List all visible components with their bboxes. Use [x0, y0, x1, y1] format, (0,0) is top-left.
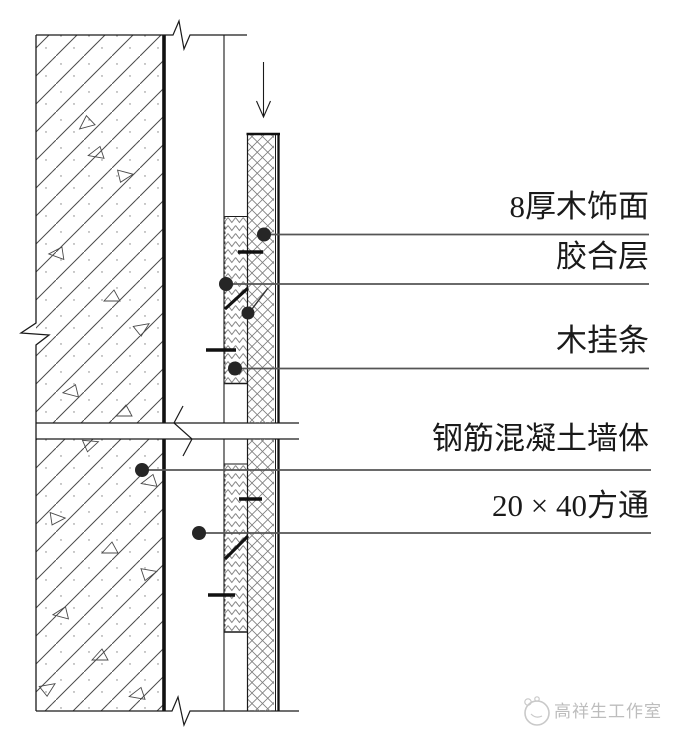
leader-dot-tube [192, 526, 206, 540]
leader-dot-glue [219, 277, 233, 291]
leader-dot-veneer [257, 227, 271, 242]
leader-dots [135, 227, 271, 540]
wall-left-edge-break-line [19, 35, 51, 711]
nail-diagonal-lower [223, 534, 250, 561]
wood-veneer-panel [246, 132, 280, 711]
concrete-hatch-lower [36, 439, 164, 711]
label-concrete-wall: 钢筋混凝土墙体 [432, 421, 649, 456]
label-wood-veneer: 8厚木饰面 [509, 189, 650, 224]
break-band-zigzag [173, 405, 193, 457]
bottom-boundary-break-line [36, 695, 299, 727]
fastener-tick-marks [206, 250, 263, 597]
label-square-tube: 20 × 40方通 [492, 488, 649, 523]
nail-diagonal-upper [223, 286, 250, 311]
top-boundary-break-line [36, 18, 247, 52]
down-arrow-icon [255, 62, 272, 119]
concrete-wall [19, 18, 299, 727]
veneer-hatch-lower [247, 439, 274, 711]
leader-lines [142, 233, 651, 534]
label-hanging-strip: 木挂条 [556, 323, 649, 358]
leader-dot-glue-2 [241, 306, 255, 320]
label-glue-layer: 胶合层 [556, 239, 649, 274]
veneer-hatch-upper [247, 135, 274, 423]
leader-dot-hanging-strip [228, 361, 242, 376]
leader-dot-wall [135, 463, 149, 477]
concrete-hatch-upper [36, 35, 164, 423]
watermark-studio-name: 高祥生工作室 [554, 702, 662, 721]
studio-logo-icon [524, 696, 550, 726]
